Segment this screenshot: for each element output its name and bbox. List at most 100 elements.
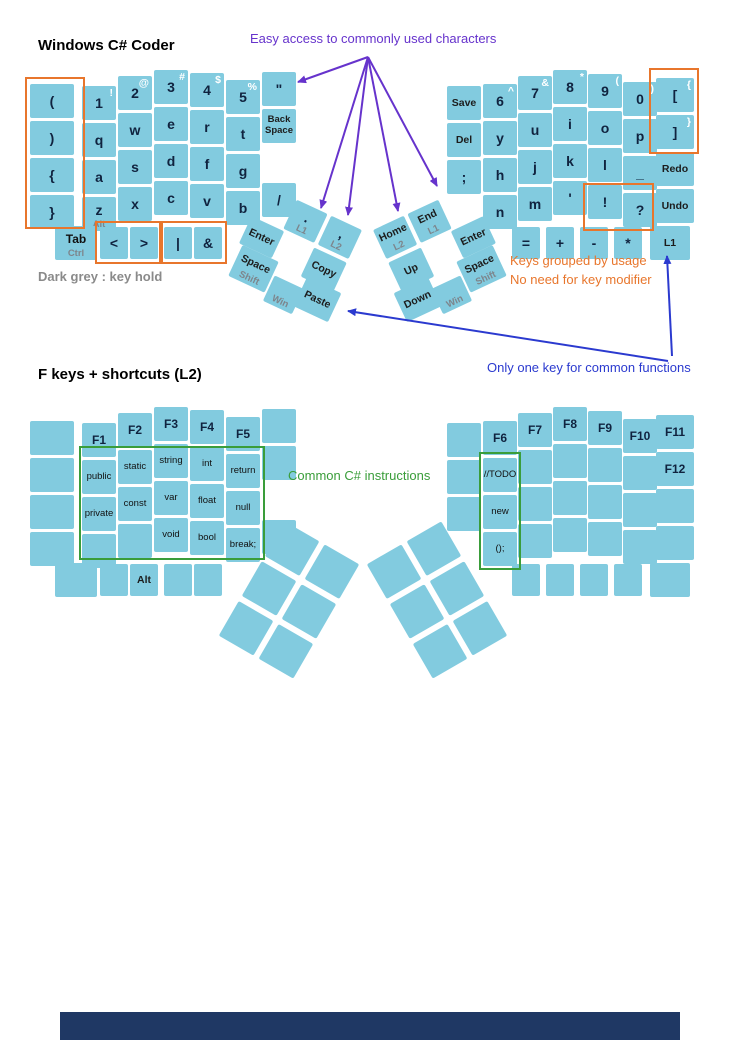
key-x: x	[118, 187, 152, 221]
key-blank	[447, 460, 481, 494]
key-null: null	[226, 491, 260, 525]
key-blank	[588, 522, 622, 556]
key-int: int	[190, 447, 224, 481]
key-blank	[588, 448, 622, 482]
key-var: var	[154, 481, 188, 515]
key-2: 2@	[118, 76, 152, 110]
key-f8: F8	[553, 407, 587, 441]
key-r: r	[190, 110, 224, 144]
key-f9: F9	[588, 411, 622, 445]
key-blank: ;	[447, 160, 481, 194]
key-blank	[656, 526, 694, 560]
key-blank	[518, 450, 552, 484]
key-blank	[623, 493, 657, 527]
key-bool: bool	[190, 521, 224, 555]
key-s: s	[118, 150, 152, 184]
key-blank: )	[30, 121, 74, 155]
annotation-easy-access: Easy access to commonly used characters	[250, 31, 497, 46]
key-d: d	[154, 144, 188, 178]
key-8: 8*	[553, 70, 587, 104]
key-blank	[447, 423, 481, 457]
key-string: string	[154, 444, 188, 478]
key-blank	[30, 421, 74, 455]
key-blank	[553, 444, 587, 478]
key-blank	[82, 534, 116, 568]
key-blank	[553, 481, 587, 515]
key-blank: "	[262, 72, 296, 106]
key-blank: (	[30, 84, 74, 118]
key-f11: F11	[656, 415, 694, 449]
annotation-grouped-usage: Keys grouped by usage	[510, 253, 647, 268]
key-todo: //TODO	[483, 458, 517, 492]
highlight-angle-bracket-keys	[95, 221, 163, 264]
legend-key-hold: Dark grey : key hold	[38, 269, 163, 284]
key-h: h	[483, 158, 517, 192]
key-0: 0)	[623, 82, 657, 116]
key-f5: F5	[226, 417, 260, 451]
key-blank: '	[553, 181, 587, 215]
footer-bar	[60, 1012, 680, 1040]
key-f2: F2	[118, 413, 152, 447]
key-7: 7&	[518, 76, 552, 110]
key-blank	[30, 532, 74, 566]
key-blank	[262, 409, 296, 443]
key-blank	[194, 564, 222, 596]
key-new: new	[483, 495, 517, 529]
key-blank: [{	[656, 78, 694, 112]
key-blank	[447, 497, 481, 531]
key-f12: F12	[656, 452, 694, 486]
key-m: m	[518, 187, 552, 221]
key-f: f	[190, 147, 224, 181]
key-v: v	[190, 184, 224, 218]
key-blank: {	[30, 158, 74, 192]
key-float: float	[190, 484, 224, 518]
highlight-cs-keywords-right	[479, 452, 521, 570]
key-blank: &	[194, 227, 222, 259]
key-p: p	[623, 119, 657, 153]
key-f6: F6	[483, 421, 517, 455]
key-l: l	[588, 148, 622, 182]
key-blank: |	[164, 227, 192, 259]
key-blank: >	[130, 227, 158, 259]
key-blank: =	[512, 227, 540, 259]
key-e: e	[154, 107, 188, 141]
key-blank: -	[580, 227, 608, 259]
key-f1: F1	[82, 423, 116, 457]
key-save: Save	[447, 86, 481, 120]
key-blank	[623, 530, 657, 564]
key-blank: }	[30, 195, 74, 229]
key-blank	[546, 564, 574, 596]
highlight-cs-keywords-left	[79, 446, 265, 560]
annotation-no-modifier: No need for key modifier	[510, 272, 652, 287]
key-blank	[614, 564, 642, 596]
key-g: g	[226, 154, 260, 188]
key-6: 6^	[483, 84, 517, 118]
key-blank	[262, 446, 296, 480]
key-n: n	[483, 195, 517, 229]
key-blank	[588, 485, 622, 519]
key-l1: L1	[650, 226, 690, 260]
key-f10: F10	[623, 419, 657, 453]
key-blank	[518, 524, 552, 558]
highlight-right-brackets-keys	[649, 68, 699, 154]
key-blank: +	[546, 227, 574, 259]
key-blank	[518, 487, 552, 521]
key-a: a	[82, 160, 116, 194]
key-j: j	[518, 150, 552, 184]
key-undo: Undo	[656, 189, 694, 223]
key-alt: Alt	[130, 564, 158, 596]
highlight-pipe-amp-keys	[159, 221, 227, 264]
key-break: break;	[226, 528, 260, 562]
key-del: Del	[447, 123, 481, 157]
key-blank	[553, 518, 587, 552]
key-f7: F7	[518, 413, 552, 447]
key-blank	[30, 495, 74, 529]
key-blank	[30, 458, 74, 492]
key-blank	[580, 564, 608, 596]
